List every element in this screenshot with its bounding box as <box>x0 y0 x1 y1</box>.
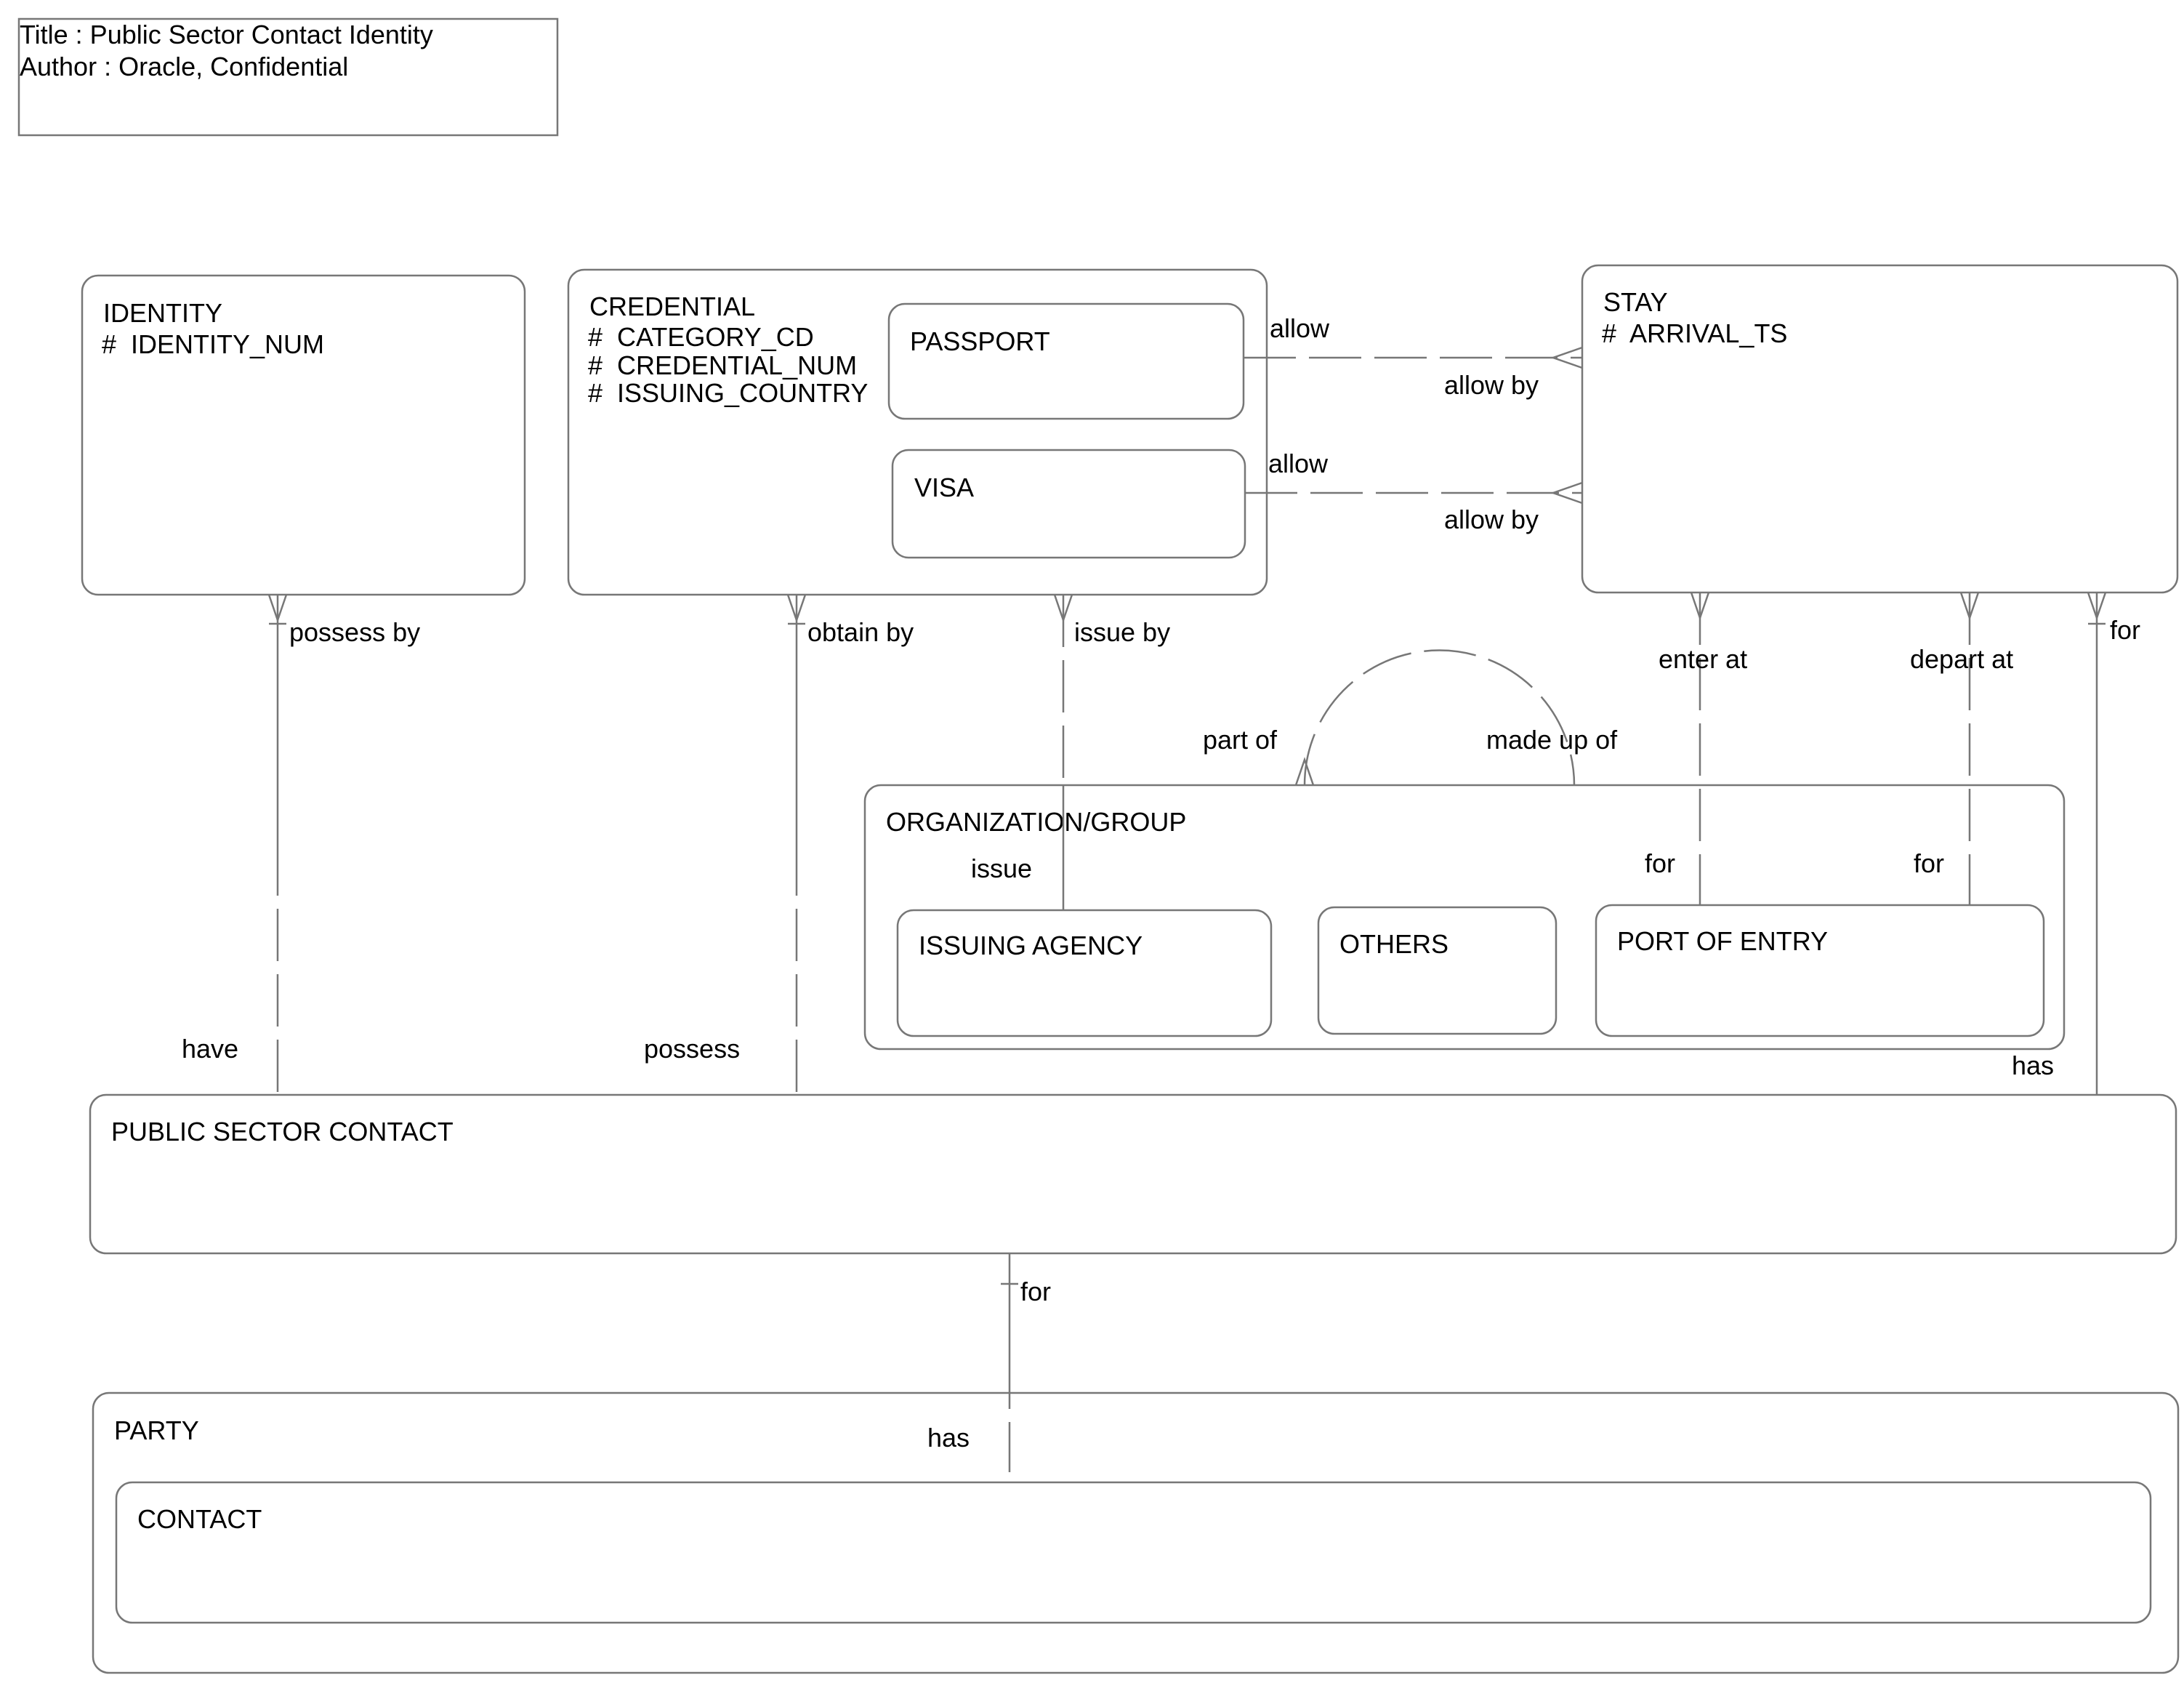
entity-stay-attr: # ARRIVAL_TS <box>1602 318 1787 348</box>
relationship-label: possess by <box>289 617 420 647</box>
entity-stay[interactable]: STAY # ARRIVAL_TS <box>1581 264 2179 594</box>
relationship-label: allow <box>1268 449 1329 478</box>
entity-issuing-agency-name: ISSUING AGENCY <box>919 931 1143 960</box>
diagram-title: Title : Public Sector Contact Identity <box>20 20 433 49</box>
relationship-label: for <box>2110 615 2140 645</box>
relationship-label: depart at <box>1910 644 2013 674</box>
entity-credential-attr: # CATEGORY_CD <box>588 322 814 352</box>
entity-identity-attr: # IDENTITY_NUM <box>102 329 324 359</box>
entity-party-name: PARTY <box>114 1415 199 1445</box>
entity-others[interactable]: OTHERS <box>1317 906 1558 1035</box>
entity-visa-name: VISA <box>914 473 974 502</box>
entity-port-of-entry[interactable]: PORT OF ENTRY <box>1595 904 2045 1037</box>
relationship-label: for <box>1645 848 1675 878</box>
relationship-label: has <box>927 1423 970 1453</box>
relationship-identity-contact: possess by have <box>182 594 420 1095</box>
entity-contact[interactable]: CONTACT <box>115 1481 2152 1624</box>
relationship-label: part of <box>1203 725 1278 755</box>
entity-passport[interactable]: PASSPORT <box>887 302 1245 420</box>
entity-issuing-agency[interactable]: ISSUING AGENCY <box>896 909 1273 1037</box>
entity-others-name: OTHERS <box>1339 929 1448 959</box>
relationship-label: for <box>1020 1277 1051 1306</box>
entity-organization-group-name: ORGANIZATION/GROUP <box>886 807 1186 837</box>
title-block: Title : Public Sector Contact Identity A… <box>17 17 559 137</box>
relationship-stay-port-depart: depart at for <box>1910 592 2013 905</box>
relationship-organization-recursive: part of made up of <box>1203 649 1618 786</box>
entity-credential-name: CREDENTIAL <box>589 292 755 321</box>
entity-contact-name: CONTACT <box>137 1504 262 1534</box>
relationship-credential-issuing-agency: issue by issue <box>971 594 1170 910</box>
entity-visa[interactable]: VISA <box>891 449 1246 559</box>
relationship-label: allow by <box>1444 370 1539 400</box>
diagram-author: Author : Oracle, Confidential <box>20 52 348 81</box>
entity-identity-name: IDENTITY <box>103 298 222 328</box>
relationship-label: issue by <box>1074 617 1170 647</box>
entity-public-sector-contact-name: PUBLIC SECTOR CONTACT <box>111 1117 454 1146</box>
entity-port-of-entry-name: PORT OF ENTRY <box>1617 926 1828 956</box>
relationship-label: allow <box>1270 313 1330 343</box>
entity-credential-attr: # ISSUING_COUNTRY <box>588 378 868 408</box>
relationship-label: made up of <box>1486 725 1618 755</box>
relationship-credential-contact: obtain by possess <box>644 594 914 1095</box>
entity-stay-name: STAY <box>1603 287 1668 317</box>
relationship-contact-party: for has <box>927 1253 1051 1472</box>
relationship-stay-port-enter: enter at for <box>1645 592 1747 905</box>
relationship-stay-contact: for has <box>2012 592 2140 1095</box>
relationship-label: has <box>2012 1051 2054 1080</box>
relationship-visa-stay: allow allow by <box>1245 449 1583 534</box>
entity-passport-name: PASSPORT <box>910 326 1050 356</box>
entity-public-sector-contact[interactable]: PUBLIC SECTOR CONTACT <box>89 1093 2177 1255</box>
relationship-label: obtain by <box>807 617 914 647</box>
relationship-label: allow by <box>1444 505 1539 534</box>
entity-identity[interactable]: IDENTITY # IDENTITY_NUM <box>81 274 526 596</box>
relationship-passport-stay: allow allow by <box>1244 313 1583 400</box>
relationship-label: issue <box>971 853 1032 883</box>
entity-credential-attr: # CREDENTIAL_NUM <box>588 350 857 380</box>
relationship-label: enter at <box>1659 644 1747 674</box>
relationship-label: have <box>182 1034 238 1064</box>
relationship-label: for <box>1914 848 1944 878</box>
relationship-label: possess <box>644 1034 740 1064</box>
